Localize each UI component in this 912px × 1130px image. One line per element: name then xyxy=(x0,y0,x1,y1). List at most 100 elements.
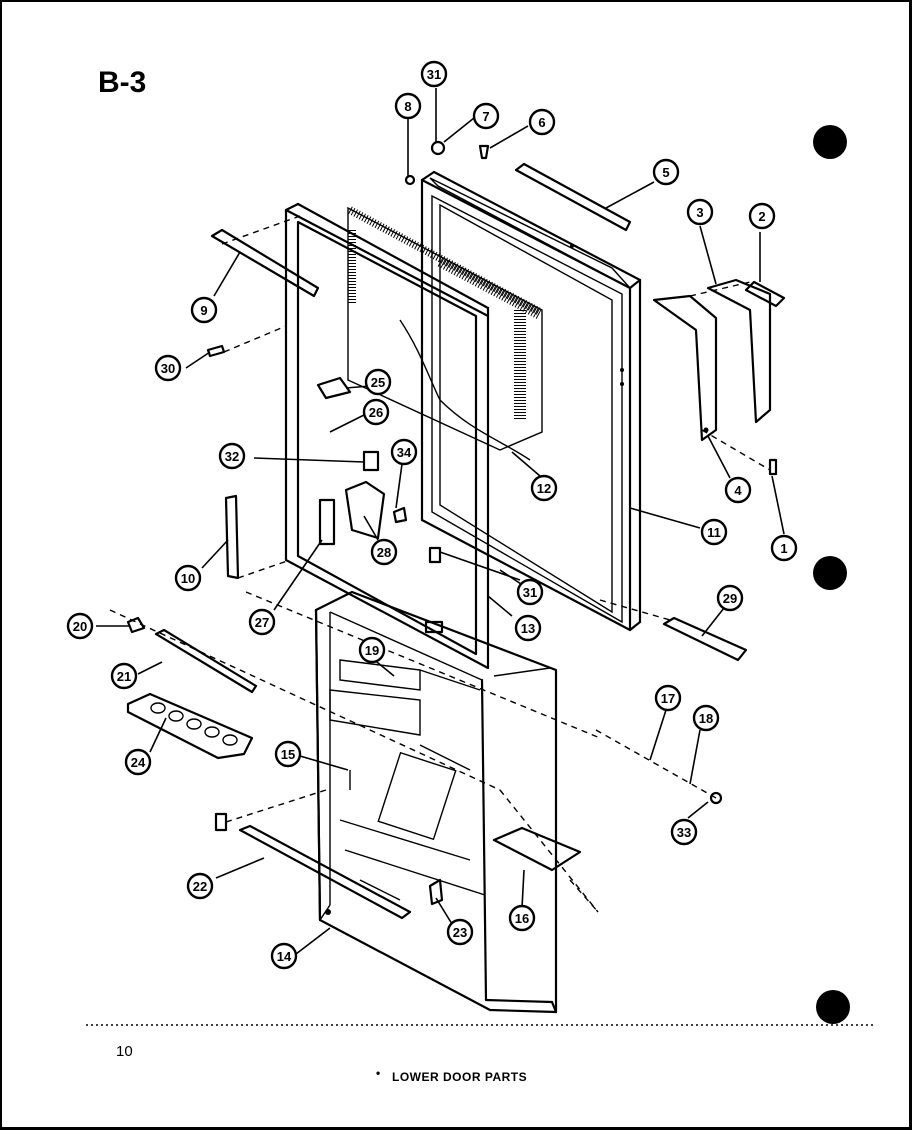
svg-text:6: 6 xyxy=(538,115,545,130)
callout-7: 7 xyxy=(472,102,500,130)
callout-21: 21 xyxy=(110,662,138,690)
callout-5: 5 xyxy=(652,158,680,186)
nut-33 xyxy=(709,791,723,805)
binder-hole-top xyxy=(813,125,847,159)
callout-20: 20 xyxy=(66,612,94,640)
callout-29: 29 xyxy=(716,584,744,612)
callout-33: 33 xyxy=(670,818,698,846)
callout-1: 1 xyxy=(770,534,798,562)
svg-text:24: 24 xyxy=(131,755,146,770)
svg-text:4: 4 xyxy=(734,483,742,498)
bracket-28 xyxy=(344,480,386,540)
door-gasket-frame xyxy=(284,202,490,670)
svg-text:1: 1 xyxy=(780,541,787,556)
svg-text:31: 31 xyxy=(427,67,441,82)
callout-10: 10 xyxy=(174,564,202,592)
binder-hole-bottom xyxy=(816,990,850,1024)
callout-31-top: 31 xyxy=(420,60,448,88)
svg-text:26: 26 xyxy=(369,405,383,420)
svg-text:16: 16 xyxy=(515,911,529,926)
callout-31-lower: 31 xyxy=(516,578,544,606)
shelf-rail-21 xyxy=(154,628,258,694)
callout-24: 24 xyxy=(124,748,152,776)
page-border-right xyxy=(909,0,912,1130)
inner-door-liner xyxy=(314,590,558,1014)
svg-text:27: 27 xyxy=(255,615,269,630)
svg-text:18: 18 xyxy=(699,711,713,726)
sheet-id: B-3 xyxy=(98,66,147,99)
svg-text:29: 29 xyxy=(723,591,737,606)
outer-door-panel xyxy=(420,170,642,632)
clip-25 xyxy=(316,376,352,400)
svg-text:3: 3 xyxy=(696,205,703,220)
insulation-block xyxy=(347,206,543,461)
callout-27: 27 xyxy=(248,608,276,636)
callout-26: 26 xyxy=(362,398,390,426)
callout-28: 28 xyxy=(370,538,398,566)
svg-text:13: 13 xyxy=(521,621,535,636)
svg-text:30: 30 xyxy=(161,361,175,376)
page-border-top xyxy=(0,0,912,2)
page-number: 10 xyxy=(116,1043,133,1060)
screw-30 xyxy=(206,344,226,358)
svg-text:2: 2 xyxy=(758,209,765,224)
svg-text:11: 11 xyxy=(707,525,721,540)
callout-15: 15 xyxy=(274,740,302,768)
callout-23: 23 xyxy=(446,918,474,946)
svg-text:28: 28 xyxy=(377,545,391,560)
clip-23-b xyxy=(428,878,444,906)
svg-text:33: 33 xyxy=(677,825,691,840)
page-border-bottom xyxy=(0,1127,912,1130)
svg-text:14: 14 xyxy=(277,949,292,964)
callout-25: 25 xyxy=(364,368,392,396)
svg-text:34: 34 xyxy=(397,445,412,460)
svg-text:17: 17 xyxy=(661,691,675,706)
svg-text:12: 12 xyxy=(537,481,551,496)
page-border-left xyxy=(0,0,2,1130)
svg-text:19: 19 xyxy=(365,643,379,658)
svg-text:25: 25 xyxy=(371,375,385,390)
top-trim-strip xyxy=(210,228,320,298)
callout-11: 11 xyxy=(700,518,728,546)
washer-8 xyxy=(404,174,416,186)
svg-text:23: 23 xyxy=(453,925,467,940)
callout-19: 19 xyxy=(358,636,386,664)
callout-22: 22 xyxy=(186,872,214,900)
svg-text:15: 15 xyxy=(281,747,295,762)
svg-text:20: 20 xyxy=(73,619,87,634)
svg-text:7: 7 xyxy=(482,109,489,124)
diagram-caption: LOWER DOOR PARTS xyxy=(392,1070,528,1084)
stop-20 xyxy=(126,616,146,634)
side-strip-10 xyxy=(224,494,240,580)
bottle-stop-16 xyxy=(492,826,582,872)
binder-hole-middle xyxy=(813,556,847,590)
callout-4: 4 xyxy=(724,476,752,504)
callout-34: 34 xyxy=(390,438,418,466)
plug-32 xyxy=(362,450,380,472)
callout-3: 3 xyxy=(686,198,714,226)
screw-6 xyxy=(478,144,490,160)
callout-32: 32 xyxy=(218,442,246,470)
callout-13: 13 xyxy=(514,614,542,642)
retainer-clip xyxy=(214,812,228,832)
callout-14: 14 xyxy=(270,942,298,970)
screw-34 xyxy=(392,506,408,524)
callout-6: 6 xyxy=(528,108,556,136)
callout-17: 17 xyxy=(654,684,682,712)
svg-text:9: 9 xyxy=(200,303,207,318)
callout-12: 12 xyxy=(530,474,558,502)
callout-8: 8 xyxy=(394,92,422,120)
callout-9: 9 xyxy=(190,296,218,324)
plug-7 xyxy=(430,140,446,156)
top-cap-strip xyxy=(514,162,632,232)
svg-text:8: 8 xyxy=(404,99,411,114)
egg-tray-24 xyxy=(126,692,254,760)
plug-31-lower xyxy=(428,546,442,564)
bottom-rail-22 xyxy=(238,824,412,920)
svg-text:32: 32 xyxy=(225,449,239,464)
hinge-cover-assembly xyxy=(652,278,786,471)
svg-text:21: 21 xyxy=(117,669,131,684)
svg-text:31: 31 xyxy=(523,585,537,600)
